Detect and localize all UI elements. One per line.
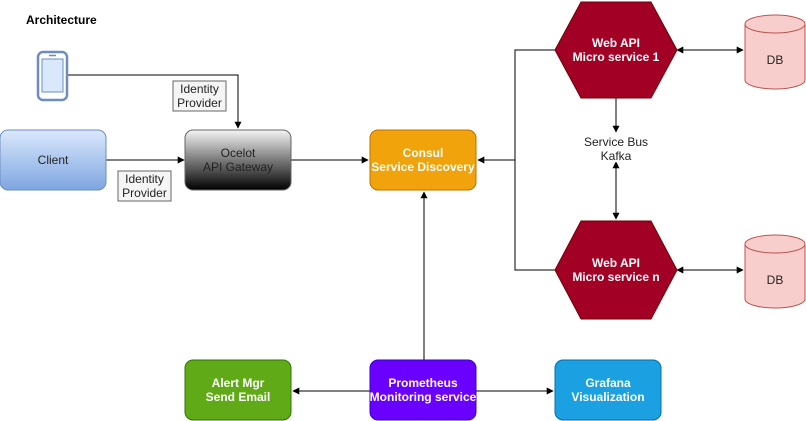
svg-text:Service Bus: Service Bus <box>584 135 648 149</box>
svg-text:Micro service 1: Micro service 1 <box>573 50 660 64</box>
client-node[interactable]: Client <box>0 129 107 191</box>
svg-text:Alert Mgr: Alert Mgr <box>212 376 265 390</box>
svg-text:Provider: Provider <box>177 96 222 110</box>
svg-text:Web API: Web API <box>592 36 640 50</box>
diagram-title: Architecture <box>26 13 97 27</box>
identity-provider-label-bottom: Identity Provider <box>117 170 172 202</box>
svg-text:Micro service n: Micro service n <box>572 270 659 284</box>
microservice-1-node[interactable]: Web API Micro service 1 <box>554 1 678 99</box>
svg-text:Monitoring service: Monitoring service <box>370 390 477 404</box>
identity-provider-label-top: Identity Provider <box>172 80 227 112</box>
svg-text:Identity: Identity <box>125 172 164 186</box>
svg-text:Kafka: Kafka <box>601 149 632 163</box>
client-label: Client <box>38 153 69 167</box>
svg-text:Send Email: Send Email <box>206 390 271 404</box>
svg-text:Consul: Consul <box>403 146 444 160</box>
prometheus-node[interactable]: Prometheus Monitoring service <box>369 359 477 421</box>
microservice-n-node[interactable]: Web API Micro service n <box>554 220 678 320</box>
service-bus-label: Service Bus Kafka <box>578 134 654 163</box>
svg-text:Provider: Provider <box>122 186 167 200</box>
svg-text:API Gateway: API Gateway <box>203 160 273 174</box>
database-2-node[interactable]: DB <box>744 234 806 309</box>
svg-text:Web API: Web API <box>592 256 640 270</box>
grafana-node[interactable]: Grafana Visualization <box>554 359 662 421</box>
svg-text:Visualization: Visualization <box>571 390 644 404</box>
svg-text:Identity: Identity <box>180 82 219 96</box>
svg-text:Grafana: Grafana <box>585 376 631 390</box>
svg-text:Prometheus: Prometheus <box>388 376 458 390</box>
mobile-phone-icon <box>36 50 69 102</box>
svg-text:Ocelot: Ocelot <box>221 146 256 160</box>
phone-to-gateway-connector <box>68 74 242 129</box>
api-gateway-node[interactable]: Ocelot API Gateway <box>184 129 292 191</box>
database-1-node[interactable]: DB <box>744 14 806 90</box>
alert-manager-node[interactable]: Alert Mgr Send Email <box>184 359 292 421</box>
services-bracket-connector <box>514 49 555 271</box>
consul-node[interactable]: Consul Service Discovery <box>369 129 477 191</box>
svg-text:Service Discovery: Service Discovery <box>371 160 475 174</box>
database-2-label: DB <box>767 273 784 287</box>
database-1-label: DB <box>767 53 784 67</box>
